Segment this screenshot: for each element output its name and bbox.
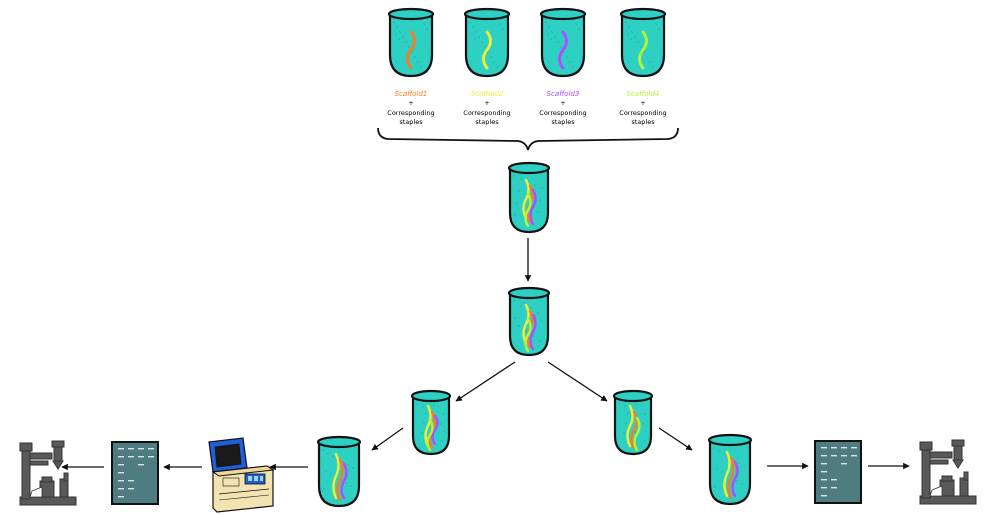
test-tube-icon xyxy=(707,433,753,506)
gel-images xyxy=(111,440,862,505)
gel-electrophoresis-icon xyxy=(111,441,159,505)
afm-instruments xyxy=(19,439,977,506)
dna-strand xyxy=(332,452,340,500)
test-tube-icon xyxy=(612,389,654,456)
dna-strand xyxy=(524,317,532,353)
arrow-icon xyxy=(371,427,404,451)
scaffold-name-label: Scaffold1 xyxy=(395,90,428,98)
dna-strand xyxy=(431,414,439,446)
corresponding-label: Corresponding xyxy=(387,109,434,117)
dna-strand xyxy=(482,30,492,70)
test-tube-icon xyxy=(316,435,362,508)
dna-strand xyxy=(633,416,641,452)
gel-electrophoresis-icon xyxy=(814,440,862,504)
test-tube-icon xyxy=(507,161,551,234)
plus-label: + xyxy=(408,99,413,107)
scaffold-labels: Scaffold1+CorrespondingstaplesScaffold2+… xyxy=(387,90,666,126)
dna-strand xyxy=(522,303,530,345)
plus-label: + xyxy=(560,99,565,107)
scaffold-name-label: Scaffold3 xyxy=(547,90,580,98)
staples-label: staples xyxy=(631,118,655,126)
dna-strand xyxy=(638,30,648,70)
plus-label: + xyxy=(640,99,645,107)
corresponding-label: Corresponding xyxy=(619,109,666,117)
staples-label: staples xyxy=(475,118,499,126)
dna-strand xyxy=(630,410,638,450)
dna-strand xyxy=(336,458,344,502)
dna-strand xyxy=(426,418,434,452)
dna-strand xyxy=(529,188,537,226)
dna-strand xyxy=(558,30,568,70)
arrow-icon xyxy=(455,361,516,402)
curly-brace-icon xyxy=(377,127,679,151)
corresponding-label: Corresponding xyxy=(463,109,510,117)
dna-strand xyxy=(727,456,735,500)
test-tube-icon xyxy=(387,7,435,78)
test-tube-icon xyxy=(539,7,587,78)
plus-label: + xyxy=(484,99,489,107)
scaffold-name-label: Scaffold4 xyxy=(627,90,660,98)
scaffold-tube-row xyxy=(387,7,667,78)
test-tube-icon xyxy=(463,7,511,78)
dna-strand xyxy=(723,450,731,498)
dna-strand xyxy=(522,178,530,220)
dna-strand xyxy=(529,313,537,351)
process-tubes xyxy=(316,161,753,508)
afm-microscope-icon xyxy=(919,439,977,505)
arrow-icon xyxy=(547,361,608,402)
arrow-icon xyxy=(658,427,693,451)
dna-strand xyxy=(406,30,416,70)
staples-label: staples xyxy=(399,118,423,126)
dna-strand xyxy=(340,462,348,500)
dna-strand xyxy=(731,460,739,498)
test-tube-icon xyxy=(619,7,667,78)
dna-strand xyxy=(424,404,432,448)
dna-strand xyxy=(524,192,532,228)
dna-strand xyxy=(626,404,634,448)
staples-label: staples xyxy=(551,118,575,126)
test-tube-icon xyxy=(507,286,551,357)
workflow-arrows xyxy=(61,238,910,471)
scaffold-name-label: Scaffold2 xyxy=(471,90,504,98)
uv-lamp-icon xyxy=(208,437,275,513)
afm-microscope-icon xyxy=(19,440,77,506)
test-tube-icon xyxy=(410,389,452,456)
corresponding-label: Corresponding xyxy=(539,109,586,117)
